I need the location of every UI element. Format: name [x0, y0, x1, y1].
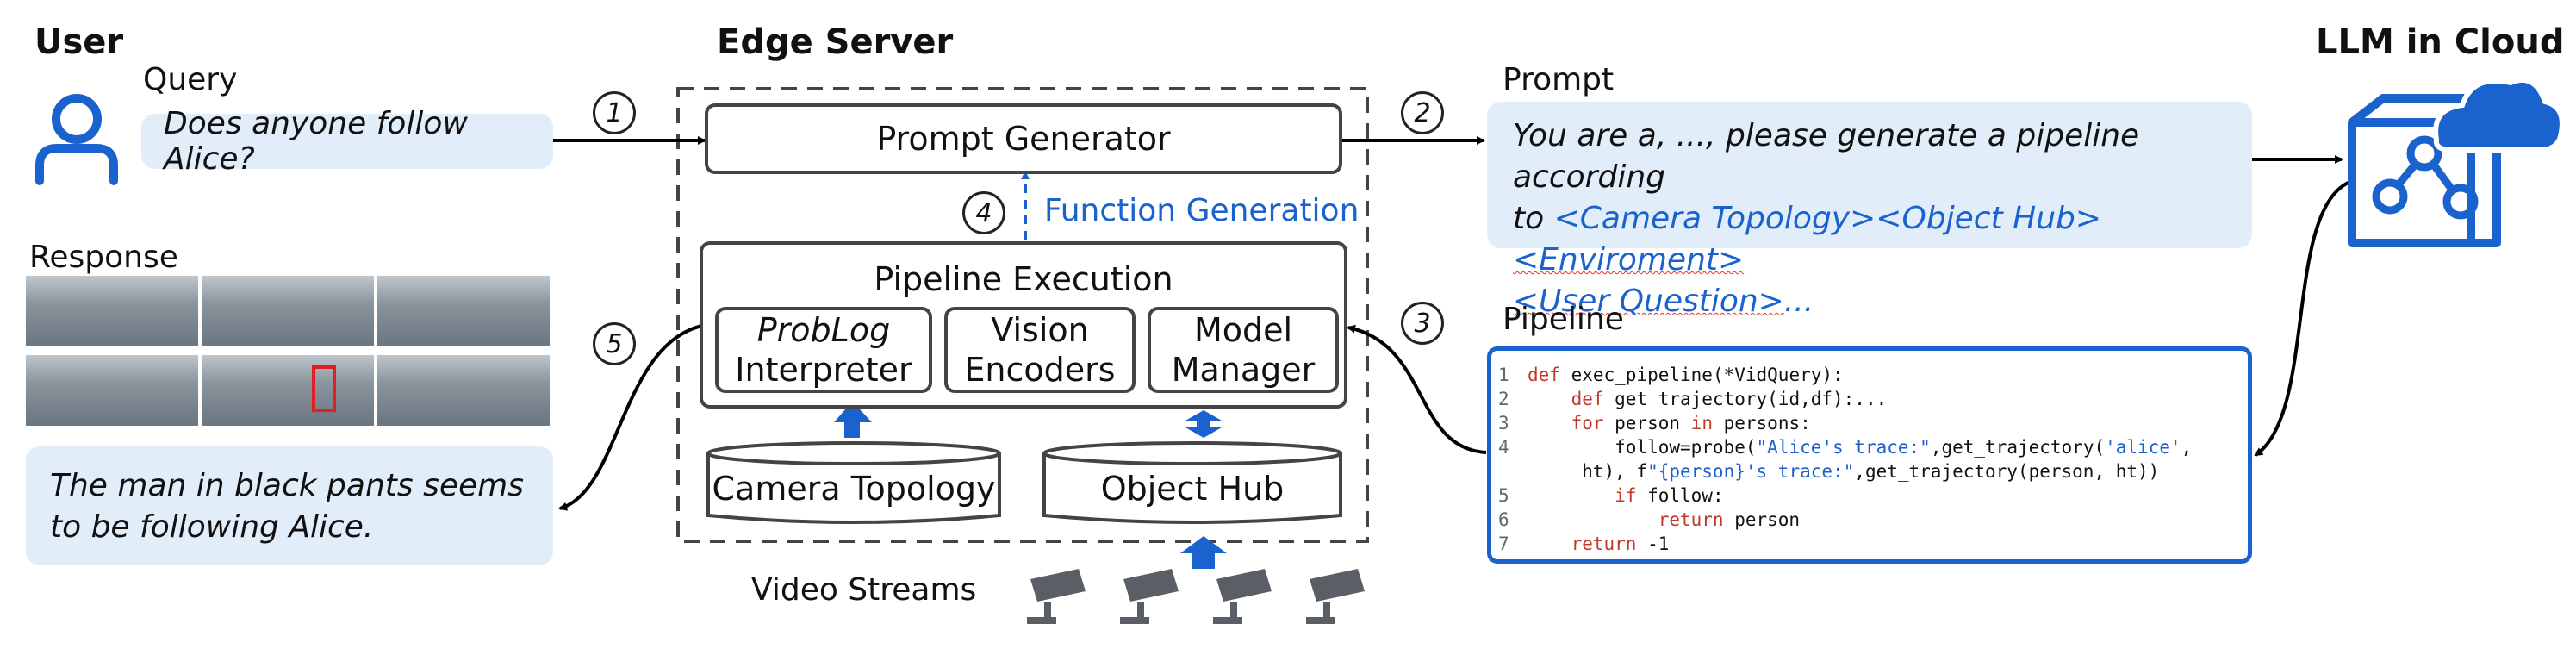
tag-camera-topology: <Camera Topology> — [1553, 201, 1876, 236]
pipeline-label: Pipeline — [1503, 302, 1624, 337]
step-3: 3 — [1401, 302, 1444, 345]
step-4: 4 — [962, 191, 1005, 234]
camera-topology-label: Camera Topology — [712, 470, 996, 508]
object-hub-label: Object Hub — [1100, 470, 1285, 508]
camera-thumbnails — [26, 276, 553, 427]
vision-encoders-box: Vision Encoders — [944, 307, 1136, 393]
problog-interpreter-box: ProbLog Interpreter — [715, 307, 932, 393]
tag-user-question: <User Question> — [1513, 284, 1784, 319]
prompt-generator-box: Prompt Generator — [705, 103, 1342, 174]
model-manager-box: Model Manager — [1148, 307, 1339, 393]
prompt-bubble: You are a, ..., please generate a pipeli… — [1487, 102, 2252, 319]
edge-server-border — [676, 87, 1369, 543]
tag-object-hub: <Object Hub> — [1876, 201, 2102, 236]
edge-server-heading: Edge Server — [717, 22, 954, 62]
up-arrow-video-streams — [1180, 536, 1227, 569]
prompt-line-1: You are a, ..., please generate a pipeli… — [1513, 118, 2140, 195]
query-bubble: Does anyone follow Alice? — [141, 106, 553, 177]
step-5: 5 — [593, 322, 636, 365]
video-streams-label: Video Streams — [751, 572, 977, 608]
user-heading: User — [34, 22, 124, 62]
cloud-llm-icon — [2348, 77, 2565, 247]
arrow-pipeline-to-execution — [1347, 324, 1487, 454]
tag-environment: <Enviroment> — [1513, 242, 1745, 278]
cloud-heading: LLM in Cloud — [2316, 22, 2565, 62]
up-arrow-camera-topology — [834, 409, 872, 438]
camera-topology-cylinder-shape — [706, 441, 1001, 524]
object-hub-cylinder-shape — [1042, 441, 1342, 524]
updown-arrow-object-hub — [1185, 410, 1222, 438]
pipeline-execution-title: Pipeline Execution — [874, 260, 1173, 298]
cctv-cameras-icon — [1027, 569, 1365, 624]
arrow-execution-to-response — [558, 324, 703, 511]
pipeline-execution-box: Pipeline Execution ProbLog Interpreter V… — [700, 241, 1347, 409]
step-1: 1 — [593, 91, 636, 134]
response-bubble: The man in black pants seems to be follo… — [26, 446, 553, 565]
query-label: Query — [143, 62, 238, 97]
prompt-line-3: <User Question>... — [1513, 284, 1814, 319]
prompt-line-2: to <Camera Topology><Object Hub><Envirom… — [1513, 201, 2102, 278]
response-label: Response — [29, 240, 178, 275]
prompt-label: Prompt — [1503, 62, 1615, 97]
step-2: 2 — [1401, 91, 1444, 134]
user-icon — [35, 94, 118, 185]
interpreter-label: Interpreter — [735, 351, 912, 389]
arrow-cloud-to-pipeline — [2254, 179, 2353, 457]
problog-label: ProbLog — [756, 311, 891, 349]
highlight-box — [312, 365, 336, 412]
function-generation-label: Function Generation — [1044, 193, 1360, 228]
